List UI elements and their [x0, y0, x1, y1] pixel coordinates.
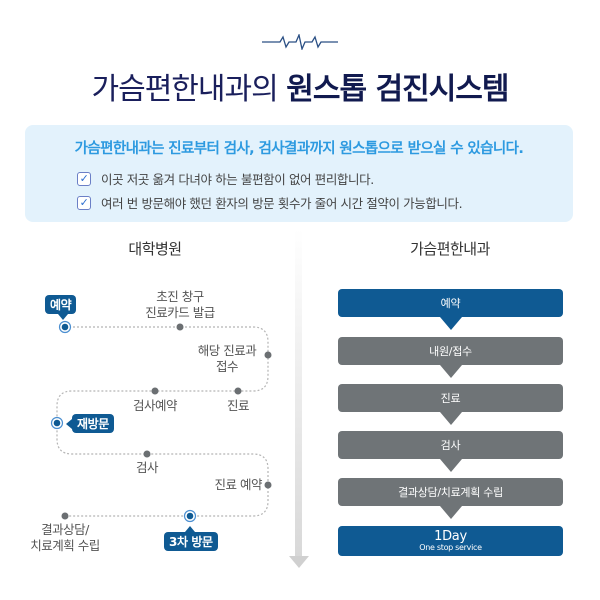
- final-title: 1Day: [434, 528, 467, 544]
- step-dept: 해당 진료과 접수: [190, 343, 264, 375]
- label-line: 해당 진료과: [197, 343, 257, 358]
- label-line: 결과상담/: [41, 522, 89, 537]
- clinic-step: 내원/접수: [338, 337, 563, 365]
- step-exam-booking: 검사예약: [132, 398, 178, 413]
- step-first-visit: 초진 창구 진료카드 발급: [140, 289, 220, 321]
- benefit-text: 여러 번 방문해야 했던 환자의 방문 횟수가 줄어 시간 절약이 가능합니다.: [101, 196, 463, 211]
- clinic-final-step: 1Day One stop service: [338, 526, 563, 556]
- label-line: 접수: [215, 359, 239, 374]
- divider: [295, 228, 302, 558]
- step-exam: 검사: [135, 460, 159, 475]
- path-dot: [61, 512, 69, 520]
- clinic-step: 진료: [338, 384, 563, 412]
- path-dot: [143, 450, 151, 458]
- tag-revisit: 재방문: [66, 414, 114, 433]
- arrow-down-icon: [440, 365, 462, 378]
- tag-reservation: 예약: [45, 295, 77, 320]
- title-regular: 가슴편한내과의: [91, 72, 287, 107]
- arrow-down-icon: [440, 506, 462, 519]
- tag-third-visit: 3차 방문: [164, 526, 218, 551]
- title-bold: 원스톱 검진시스템: [286, 72, 509, 107]
- checkbox-checked-icon: ✓: [77, 195, 91, 210]
- page-title: 가슴편한내과의 원스톱 검진시스템: [0, 64, 600, 108]
- clinic-step: 결과상담/치료계획 수립: [338, 478, 563, 506]
- arrow-down-icon: [440, 459, 462, 472]
- path-dot: [264, 481, 272, 489]
- benefit-item: ✓ 이곳 저곳 옮겨 다녀야 하는 불편함이 없어 편리합니다.: [77, 169, 374, 188]
- checkbox-checked-icon: ✓: [77, 171, 91, 186]
- path-dot: [234, 387, 242, 395]
- info-lead: 가슴편한내과는 진료부터 검사, 검사결과까지 원스톱으로 받으실 수 있습니다…: [74, 141, 524, 157]
- info-box: 가슴편한내과는 진료부터 검사, 검사결과까지 원스톱으로 받으실 수 있습니다…: [25, 125, 573, 222]
- clinic-step: 검사: [338, 431, 563, 459]
- benefit-text: 이곳 저곳 옮겨 다녀야 하는 불편함이 없어 편리합니다.: [101, 172, 374, 187]
- label-line: 진료카드 발급: [145, 305, 215, 320]
- heartbeat-line-icon: [262, 34, 338, 50]
- arrow-down-icon: [440, 412, 462, 425]
- path-dot: [264, 351, 272, 359]
- arrow-down-icon: [440, 317, 462, 330]
- hospital-path: [50, 320, 272, 523]
- clinic-heading: 가슴편한내과: [410, 240, 490, 258]
- step-result: 결과상담/ 치료계획 수립: [25, 522, 105, 554]
- step-treatment: 진료: [226, 398, 250, 413]
- path-dot: [151, 387, 159, 395]
- path-dot: [176, 323, 184, 331]
- hospital-heading: 대학병원: [128, 240, 182, 258]
- down-arrow-icon: [289, 556, 309, 568]
- step-treatment-booking: 진료 예약: [214, 477, 263, 492]
- label-line: 초진 창구: [156, 289, 204, 304]
- benefit-item: ✓ 여러 번 방문해야 했던 환자의 방문 횟수가 줄어 시간 절약이 가능합니…: [77, 193, 463, 212]
- clinic-step: 예약: [338, 289, 563, 317]
- final-subtitle: One stop service: [419, 542, 482, 552]
- label-line: 치료계획 수립: [30, 538, 100, 553]
